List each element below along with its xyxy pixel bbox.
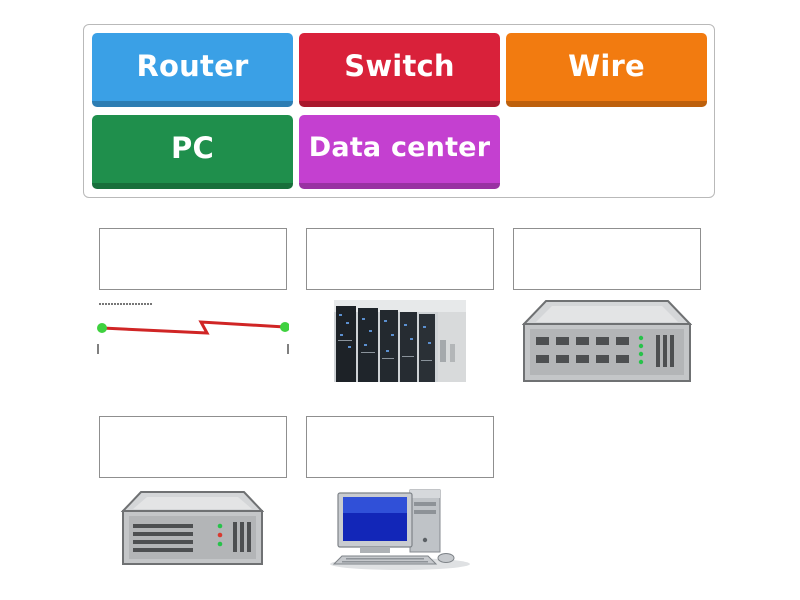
tile-wire[interactable]: Wire	[506, 33, 707, 107]
tile-router[interactable]: Router	[92, 33, 293, 107]
drop-slot-5[interactable]	[306, 416, 494, 478]
pc-icon	[328, 486, 473, 572]
drop-slot-4[interactable]	[99, 416, 287, 478]
wire-diagram-icon	[97, 300, 289, 382]
router-icon	[121, 489, 264, 566]
data-center-photo-icon	[334, 300, 466, 382]
tile-switch[interactable]: Switch	[299, 33, 500, 107]
drop-slot-3[interactable]	[513, 228, 701, 290]
tile-pc[interactable]: PC	[92, 115, 293, 189]
switch-icon	[522, 298, 692, 382]
word-bank: Router Switch Wire PC Data center	[83, 24, 715, 198]
drop-slot-1[interactable]	[99, 228, 287, 290]
tile-data-center[interactable]: Data center	[299, 115, 500, 189]
drop-slot-2[interactable]	[306, 228, 494, 290]
